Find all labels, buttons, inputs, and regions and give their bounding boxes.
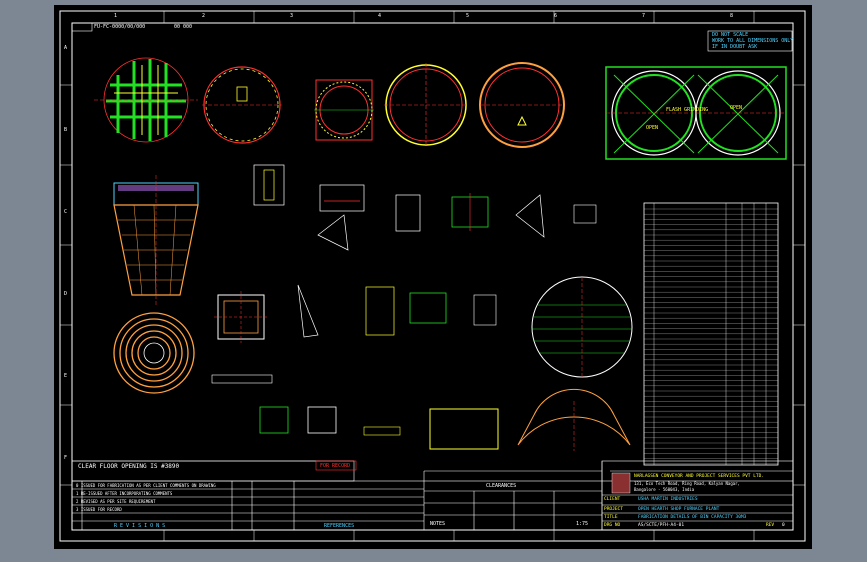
company-logo (611, 472, 631, 494)
notes-label: NOTES (430, 521, 446, 527)
client-name: USHA MARTIN INDUSTRIES (638, 497, 698, 502)
grid-col-number: 7 (642, 13, 646, 19)
grid-row-letter: F (64, 455, 68, 461)
flash-grinding-label: FLASH GRINDING (666, 107, 709, 113)
grid-row-letter: B (64, 127, 68, 133)
open-left-label: OPEN (646, 125, 659, 131)
grid-col-number: 2 (202, 13, 206, 19)
top-ring-plate (314, 79, 374, 141)
client-label: CLIENT (604, 497, 621, 502)
grid-col-number: 3 (290, 13, 294, 19)
grid-row-letter: D (64, 291, 68, 297)
bill-of-materials (643, 202, 779, 466)
revision-row-2: 2 REVISED AS PER SITE REQUIREMENT (76, 499, 156, 504)
for-record-stamp: FOR RECORD (320, 463, 351, 469)
drawing-title: FABRICATION DETAILS OF BIN CAPACITY 30M3 (638, 515, 747, 520)
spiral-plan (113, 312, 195, 394)
wall-top-plan (384, 63, 468, 147)
grid-col-number: 5 (466, 13, 470, 19)
revision-row-3: 3 ISSUED FOR RECORD (76, 507, 122, 512)
revision-row-1: 1 RE-ISSUED AFTER INCORPORATING COMMENTS (76, 491, 173, 496)
drawing-sheet: FU-FC-0000/00/000 00 000 DO NOT SCALE WO… (54, 5, 812, 549)
references-footer: REFERENCES (324, 523, 355, 529)
cone-development (531, 276, 633, 378)
do-not-scale-1: DO NOT SCALE (712, 32, 749, 38)
do-not-scale-2: WORK TO ALL DIMENSIONS ONLY (712, 38, 794, 44)
company-address-1: 131, Eco Tech Road, Ring Road, Kalyan Na… (634, 481, 740, 486)
grid-col-number: 8 (730, 13, 734, 19)
do-not-scale-3: IF IN DOUBT ASK (712, 44, 758, 50)
grate-plan-view (94, 57, 198, 143)
title-block (71, 460, 794, 531)
project-label: PROJECT (604, 507, 623, 512)
ring-plate-plan (479, 62, 565, 148)
flash-grinding-plan (605, 66, 787, 160)
scale-value: 1:75 (576, 521, 589, 527)
section-detail-square (214, 291, 268, 343)
drawing-number: AS/SCTE/PFH-A4-01 (638, 523, 685, 528)
clear-floor-note: CLEAR FLOOR OPENING IS #3890 (78, 463, 180, 470)
top-reference: FU-FC-0000/00/000 (94, 24, 146, 30)
company-name: NARLAGSEN CONVEYOR AND PROJECT SERVICES … (634, 474, 765, 479)
segment-plate (517, 388, 631, 451)
open-right-label: OPEN (730, 105, 743, 111)
grid-row-letter: E (64, 373, 68, 379)
clearances-label: CLEARANCES (486, 483, 517, 489)
grid-row-letter: A (64, 45, 68, 51)
revision-row-0: 0 ISSUED FOR FABRICATION AS PER CLIENT C… (76, 483, 216, 488)
grid-row-letter: C (64, 209, 68, 215)
grid-col-number: 6 (554, 13, 558, 19)
revision-value: 0 (782, 523, 785, 528)
top-reference-2: 00 000 (174, 24, 193, 30)
hopper-elevation (113, 175, 199, 305)
outer-frame (59, 10, 806, 542)
drawing-number-label: DRG NO (604, 523, 621, 528)
title-label: TITLE (604, 515, 618, 520)
revisions-footer: R E V I S I O N S (114, 523, 166, 529)
grid-col-number: 4 (378, 13, 382, 19)
project-name: OPEN HEARTH SHOP FURNACE PLANT (638, 507, 720, 512)
revision-label: REV (766, 523, 775, 528)
cad-drawing (59, 10, 806, 542)
grid-col-number: 1 (114, 13, 118, 19)
top-view-bin (202, 66, 282, 144)
company-address-2: Bangalore - 560043, India (634, 487, 695, 492)
